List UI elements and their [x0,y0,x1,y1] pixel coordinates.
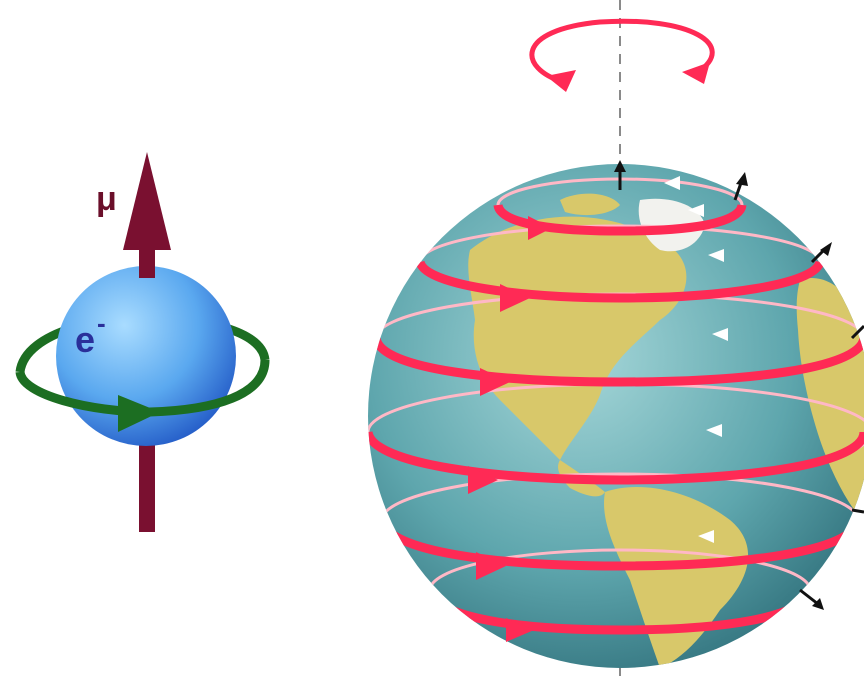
electron-sphere [56,266,236,446]
electron-charge-label: - [97,308,106,338]
back-current-arrows [664,176,728,543]
moment-arrow-head [123,152,171,250]
moment-arrow-shaft-bottom [139,420,155,532]
surface-vector-arrows [614,160,864,610]
front-current-arrows [468,216,552,642]
electron-label: e [75,319,95,360]
magnetic-moment-label: μ [96,180,117,218]
europe-africa [796,278,864,520]
canadian-islands [560,193,620,216]
electron-spin-icon: μ e - [15,152,270,532]
spin-arrow-head [118,395,160,432]
earth-globe-icon [368,0,864,679]
north-america [468,216,687,460]
axis-rotation-arrow [529,18,715,92]
